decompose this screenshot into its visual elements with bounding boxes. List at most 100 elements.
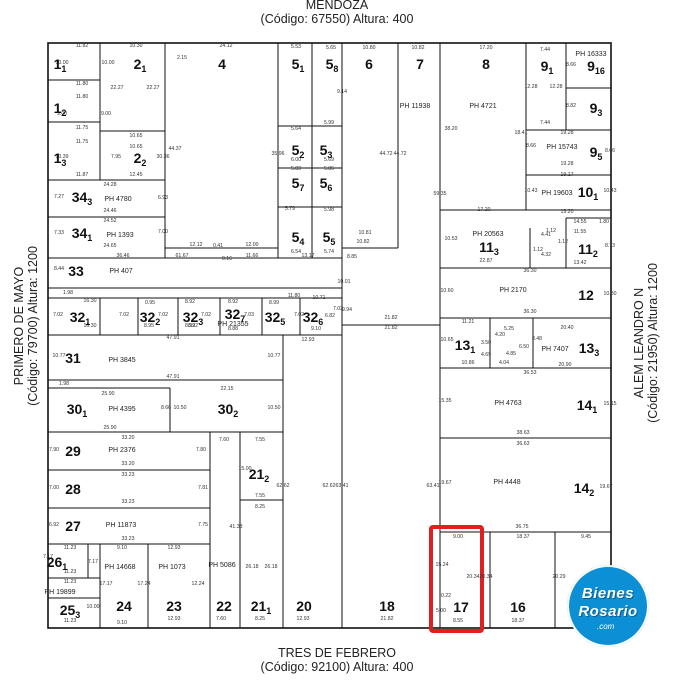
- street-north: MENDOZA (Código: 67550) Altura: 400: [0, 0, 674, 26]
- dimension-label: 10.30: [130, 43, 143, 49]
- lot-number: 51: [292, 56, 305, 74]
- dimension-label: 9.10: [311, 326, 321, 332]
- dimension-label: 33.20: [122, 461, 135, 467]
- dimension-label: 24.12: [220, 43, 233, 49]
- lot-number: 93: [590, 100, 603, 118]
- dimension-label: 8.95: [144, 323, 154, 329]
- dimension-label: 7.44: [540, 120, 550, 126]
- dimension-label: 7.02: [333, 306, 343, 312]
- dimension-label: 0.22: [441, 593, 451, 599]
- dimension-label: 10.71: [313, 295, 326, 301]
- dimension-label: 41.38: [230, 524, 243, 530]
- dimension-label: 30.36: [157, 154, 170, 160]
- dimension-label: 63.41: [336, 483, 349, 489]
- dimension-label: 8.82: [566, 103, 576, 109]
- lot-number: 17: [453, 599, 469, 615]
- lot-number: 212: [249, 466, 270, 484]
- dimension-label: 22.27: [111, 85, 124, 91]
- ph-label: PH 1073: [158, 564, 185, 571]
- lot-number: 11: [54, 56, 67, 74]
- dimension-label: 11.55: [574, 229, 587, 235]
- lot-number: 53: [320, 142, 333, 160]
- dimension-label: 10.81: [359, 230, 372, 236]
- lot-number: 133: [579, 340, 600, 358]
- lot-number: 113: [479, 239, 499, 257]
- dimension-label: 7.00: [49, 485, 59, 491]
- dimension-label: 33.23: [122, 536, 135, 542]
- dimension-label: 59.35: [434, 191, 447, 197]
- dimension-label: 5.00: [436, 608, 446, 614]
- dimension-label: 7.75: [198, 522, 208, 528]
- dimension-label: 7.60: [216, 616, 226, 622]
- lot-number: 56: [320, 175, 333, 193]
- street-south: TRES DE FEBRERO (Código: 92100) Altura: …: [0, 646, 674, 674]
- dimension-label: 5.74: [324, 249, 334, 255]
- dimension-label: 7.17: [88, 559, 98, 565]
- dimension-label: 47.91: [167, 335, 180, 341]
- ph-label: PH 15743: [546, 144, 577, 151]
- dimension-label: 11.66: [246, 253, 259, 259]
- dimension-label: 36.46: [117, 253, 130, 259]
- dimension-label: 10.01: [338, 279, 351, 285]
- lot-number: 7: [416, 56, 424, 72]
- lot-number: 326: [303, 309, 324, 327]
- lot-number: 91: [541, 58, 554, 76]
- dimension-label: 24.46: [104, 208, 117, 214]
- dimension-label: 25.90: [104, 425, 117, 431]
- dimension-label: 17.24: [138, 581, 151, 587]
- lot-number: 23: [166, 598, 182, 614]
- dimension-label: 11.21: [462, 319, 475, 325]
- lot-number: 21: [134, 56, 147, 74]
- dimension-label: 8.48: [532, 336, 542, 342]
- ph-label: PH 7407: [541, 346, 568, 353]
- dimension-label: 22.15: [221, 386, 234, 392]
- dimension-label: 21.82: [385, 315, 398, 321]
- lot-number: 211: [251, 598, 272, 616]
- lot-number: 8: [482, 56, 490, 72]
- dimension-label: 18.37: [512, 618, 525, 624]
- lot-number: 18: [379, 598, 395, 614]
- ph-label: PH 11938: [400, 103, 431, 110]
- ph-label: PH 4448: [493, 479, 520, 486]
- dimension-label: 8.25: [255, 504, 265, 510]
- dimension-label: 47.91: [167, 374, 180, 380]
- dimension-label: 10.53: [445, 236, 458, 242]
- lot-number: 141: [577, 397, 598, 415]
- dimension-label: 38.20: [445, 126, 458, 132]
- ph-label: PH 16333: [575, 51, 606, 58]
- dimension-label: 12.93: [302, 337, 315, 343]
- dimension-label: 7.02: [119, 312, 129, 318]
- dimension-label: 8.55: [453, 618, 463, 624]
- lot-number: 28: [65, 481, 81, 497]
- dimension-label: 5.79: [285, 206, 295, 212]
- dimension-label: 12.93: [168, 616, 181, 622]
- dimension-label: 6.82: [325, 313, 335, 319]
- lot-number: 12: [578, 287, 594, 303]
- street-south-name: TRES DE FEBRERO: [277, 646, 397, 660]
- ph-label: PH 11873: [106, 522, 137, 529]
- dimension-label: 8.66: [566, 62, 576, 68]
- lot-number: 20: [296, 598, 312, 614]
- dimension-label: 15.24: [436, 562, 449, 568]
- dimension-label: 63.41: [427, 483, 440, 489]
- dimension-label: 8.92: [185, 299, 195, 305]
- ph-label: PH 3845: [108, 357, 135, 364]
- dimension-label: 4.04: [499, 360, 509, 366]
- lot-number: 327: [225, 306, 246, 324]
- ph-label: PH 4780: [104, 196, 131, 203]
- street-south-info: (Código: 92100) Altura: 400: [260, 660, 414, 674]
- dimension-label: 10.50: [174, 405, 187, 411]
- ph-label: PH 4395: [108, 406, 135, 413]
- ph-label: PH 19603: [541, 190, 572, 197]
- dimension-label: 10.43: [525, 188, 538, 194]
- dimension-label: 10.65: [130, 133, 143, 139]
- dimension-label: 1.12: [546, 228, 556, 234]
- dimension-label: 33.23: [122, 472, 135, 478]
- dimension-label: 7.27: [54, 194, 64, 200]
- dimension-label: 6.50: [519, 344, 529, 350]
- dimension-label: 10.82: [412, 45, 425, 51]
- dimension-label: 10.65: [441, 337, 454, 343]
- dimension-label: 4.32: [541, 252, 551, 258]
- dimension-label: 5.25: [504, 326, 514, 332]
